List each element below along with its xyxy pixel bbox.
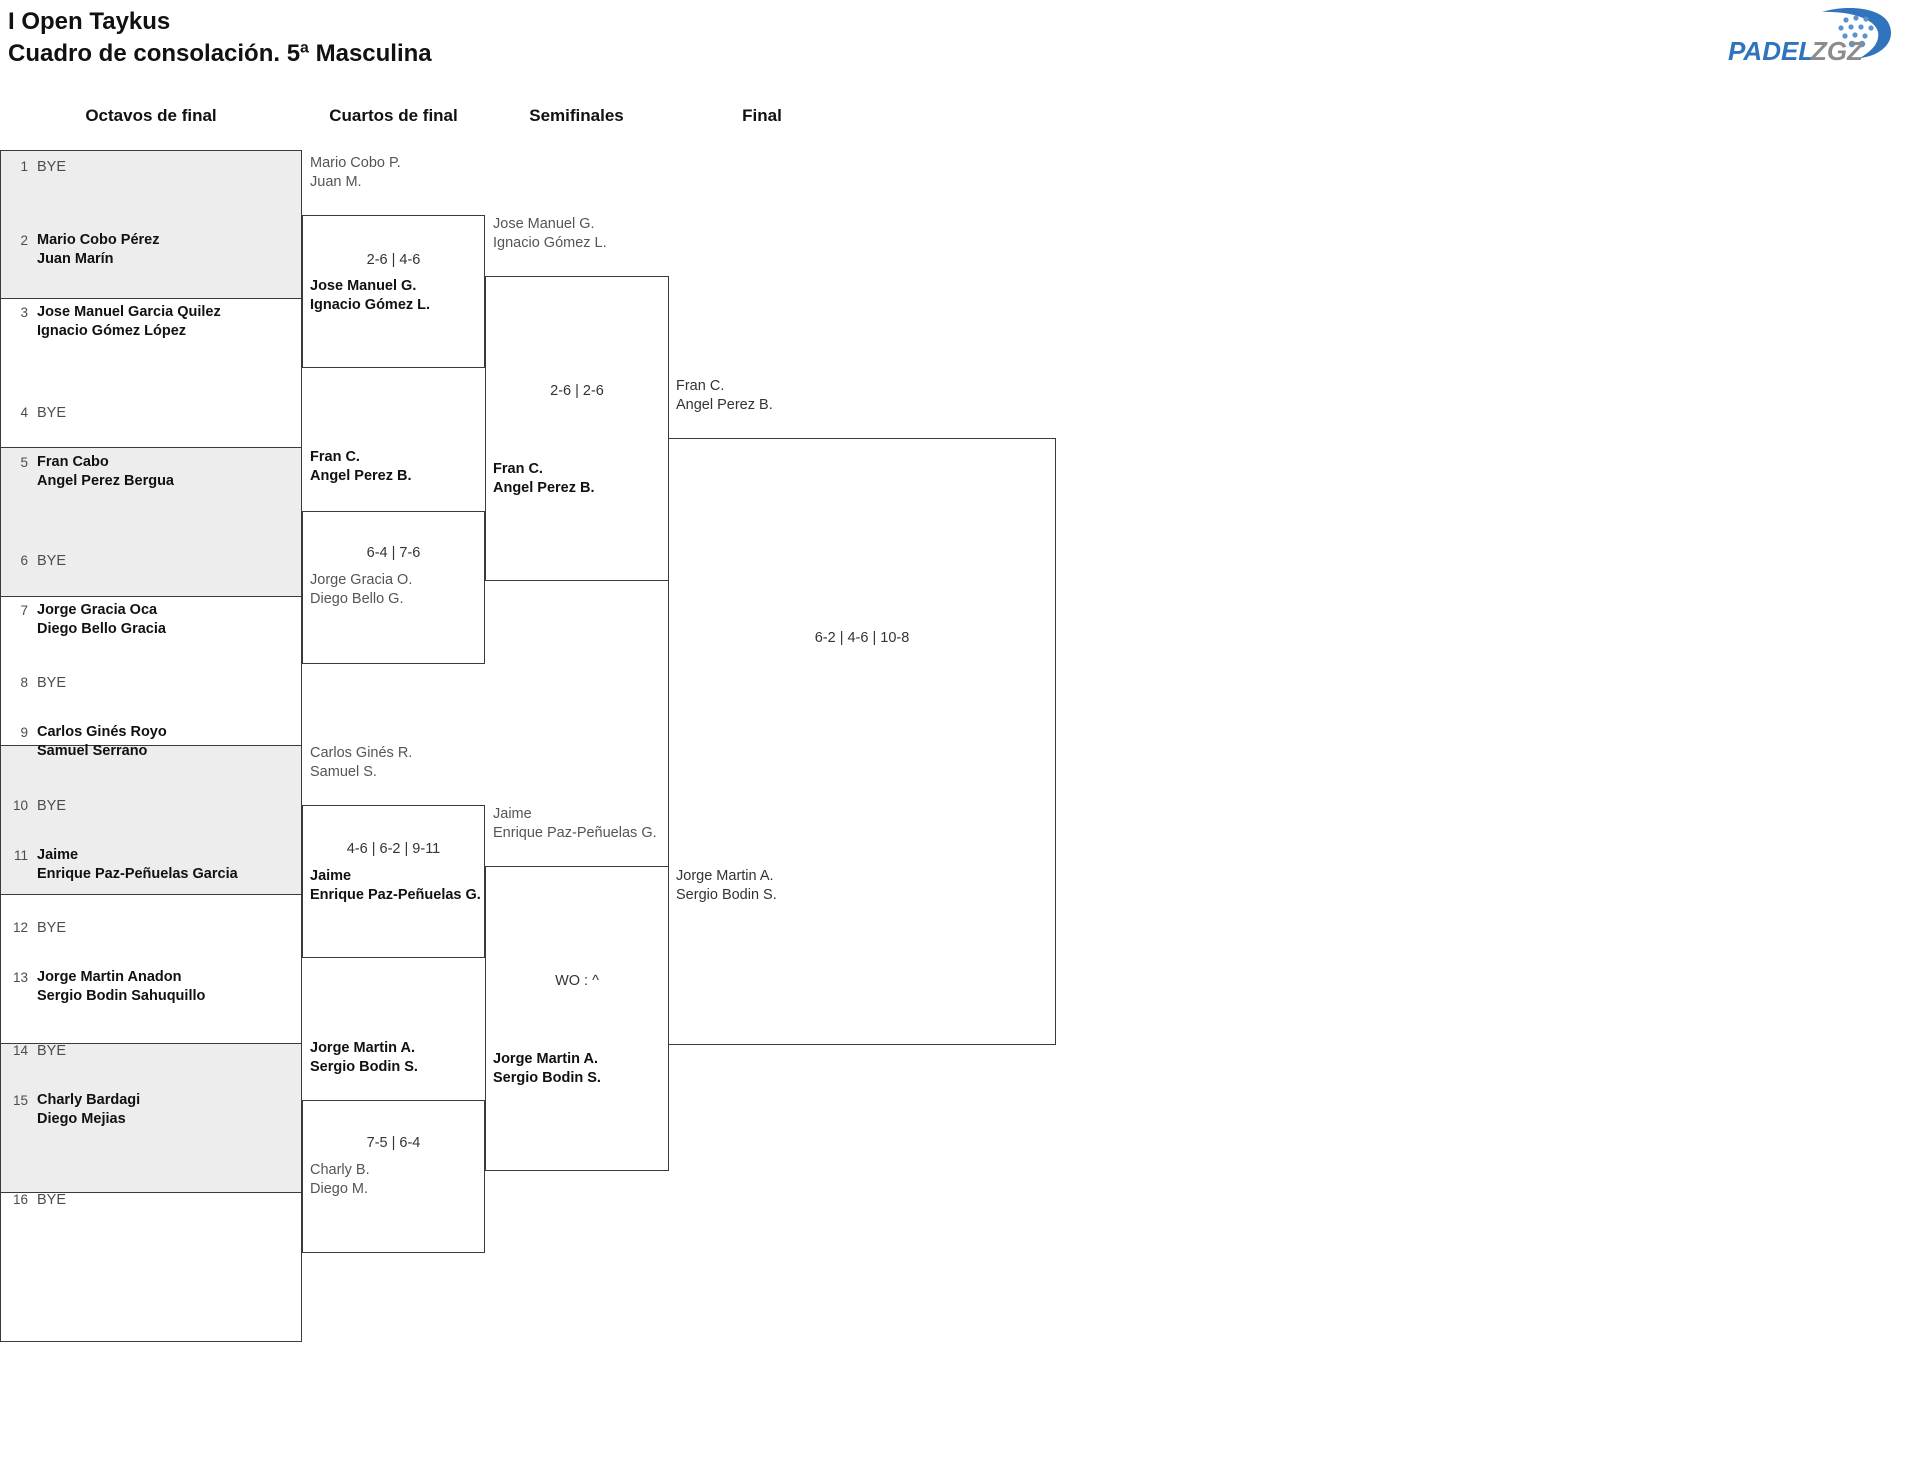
seed-number-10: 10 bbox=[12, 798, 28, 813]
qf1-top-entrant[interactable]: Mario Cobo P.Juan M. bbox=[310, 155, 401, 190]
seed-number-9: 9 bbox=[20, 725, 28, 740]
seed-slot-8[interactable]: 8 BYE bbox=[0, 673, 302, 693]
round1-block-13-14 bbox=[0, 1044, 302, 1193]
seed-names-16: BYE bbox=[37, 1192, 67, 1208]
round-header-octavos: Octavos de final bbox=[85, 106, 217, 125]
seed-number-6: 6 bbox=[20, 553, 28, 568]
seed-names-8: BYE bbox=[37, 675, 67, 691]
sf2-score: WO : ^ bbox=[555, 973, 599, 989]
seed-number-13: 13 bbox=[12, 970, 28, 985]
sf2-match-box[interactable] bbox=[485, 866, 669, 1171]
seed-slot-6[interactable]: 6 BYE bbox=[0, 551, 302, 571]
bracket-subtitle: Cuadro de consolación. 5ª Masculina bbox=[8, 40, 432, 67]
round-header-semifinales: Semifinales bbox=[529, 106, 624, 125]
qf3-top-entrant[interactable]: Carlos Ginés R.Samuel S. bbox=[310, 745, 413, 780]
qf2-bottom-entrant[interactable]: Jorge Gracia O.Diego Bello G. bbox=[310, 572, 413, 607]
round1-block-3-4 bbox=[0, 299, 302, 448]
qf4-top-entrant[interactable]: Jorge Martin A.Sergio Bodin S. bbox=[310, 1040, 418, 1075]
seed-number-5: 5 bbox=[20, 455, 28, 470]
seed-number-14: 14 bbox=[12, 1043, 28, 1058]
seed-names-12: BYE bbox=[37, 920, 67, 936]
final-top-entrant[interactable]: Fran C.Angel Perez B. bbox=[676, 378, 773, 413]
sf1-score: 2-6 | 2-6 bbox=[550, 383, 604, 399]
seed-slot-10[interactable]: 10 BYE bbox=[0, 796, 302, 816]
round1-block-7-8 bbox=[0, 597, 302, 746]
round1-block-5-6 bbox=[0, 448, 302, 597]
qf1-bottom-entrant[interactable]: Jose Manuel G.Ignacio Gómez L. bbox=[310, 278, 431, 313]
seed-number-4: 4 bbox=[20, 405, 28, 420]
sf2-bottom-entrant[interactable]: Jorge Martin A.Sergio Bodin S. bbox=[493, 1051, 601, 1086]
seed-number-15: 15 bbox=[12, 1093, 28, 1108]
seed-slot-4[interactable]: 4 BYE bbox=[0, 403, 302, 423]
seed-number-8: 8 bbox=[20, 675, 28, 690]
qf1-score: 2-6 | 4-6 bbox=[366, 252, 421, 268]
seed-slot-1[interactable]: 1 BYE bbox=[0, 157, 302, 177]
sf1-bottom-entrant[interactable]: Fran C.Angel Perez B. bbox=[493, 461, 595, 496]
page-title: I Open Taykus Cuadro de consolación. 5ª … bbox=[8, 6, 432, 70]
seed-number-12: 12 bbox=[12, 920, 28, 935]
seed-number-11: 11 bbox=[13, 848, 28, 863]
logo-text-secondary: ZGZ bbox=[1810, 36, 1864, 66]
seed-names-6: BYE bbox=[37, 553, 67, 569]
final-match-box[interactable] bbox=[668, 438, 1056, 1045]
qf4-match-box[interactable] bbox=[302, 1100, 485, 1253]
seed-number-1: 1 bbox=[20, 159, 28, 174]
qf2-top-entrant[interactable]: Fran C.Angel Perez B. bbox=[310, 449, 412, 484]
round-header-cuartos: Cuartos de final bbox=[329, 106, 458, 125]
final-score: 6-2 | 4-6 | 10-8 bbox=[814, 630, 910, 646]
qf2-match-box[interactable] bbox=[302, 511, 485, 664]
seed-slot-16[interactable]: 16 BYE bbox=[0, 1190, 302, 1210]
seed-names-4: BYE bbox=[37, 405, 67, 421]
logo-text-primary: PADEL bbox=[1728, 36, 1814, 66]
padelzgz-logo: PADEL ZGZ bbox=[1714, 6, 1904, 68]
seed-slot-12[interactable]: 12 BYE bbox=[0, 918, 302, 938]
final-bottom-entrant[interactable]: Jorge Martin A.Sergio Bodin S. bbox=[676, 868, 777, 903]
seed-names-14: BYE bbox=[37, 1043, 67, 1059]
qf4-bottom-entrant[interactable]: Charly B.Diego M. bbox=[310, 1162, 370, 1197]
seed-number-7: 7 bbox=[20, 603, 28, 618]
qf4-score: 7-5 | 6-4 bbox=[366, 1135, 421, 1151]
seed-number-16: 16 bbox=[12, 1192, 28, 1207]
seed-number-3: 3 bbox=[20, 305, 28, 320]
round1-block-11-12 bbox=[0, 895, 302, 1044]
tournament-name: I Open Taykus bbox=[8, 8, 171, 35]
round1-block-1-2 bbox=[0, 150, 302, 299]
sf1-top-entrant[interactable]: Jose Manuel G.Ignacio Gómez L. bbox=[493, 216, 607, 251]
round-header-final: Final bbox=[742, 106, 782, 125]
qf1-match-box[interactable] bbox=[302, 215, 485, 368]
qf3-match-box[interactable] bbox=[302, 805, 485, 958]
sf1-match-box[interactable] bbox=[485, 276, 669, 581]
seed-names-1: BYE bbox=[37, 159, 67, 175]
round1-block-9-10 bbox=[0, 746, 302, 895]
round1-block-15-16 bbox=[0, 1193, 302, 1342]
seed-slot-14[interactable]: 14 BYE bbox=[0, 1041, 302, 1061]
seed-names-10: BYE bbox=[37, 798, 67, 814]
qf3-score: 4-6 | 6-2 | 9-11 bbox=[346, 841, 441, 857]
qf2-score: 6-4 | 7-6 bbox=[366, 545, 421, 561]
seed-number-2: 2 bbox=[20, 233, 28, 248]
